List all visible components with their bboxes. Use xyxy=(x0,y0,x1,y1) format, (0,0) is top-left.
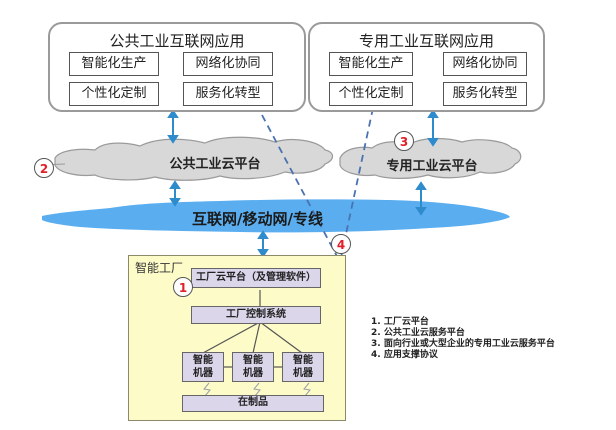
arrows xyxy=(167,109,439,258)
smart-machine: 智能 机器 xyxy=(282,352,324,382)
machine-label-1: 智能 xyxy=(193,355,213,366)
private-apps-title: 专用工业互联网应用 xyxy=(358,32,494,50)
network-band-shape xyxy=(42,199,510,233)
private-cloud-shape xyxy=(339,137,522,179)
badge-1: 1 xyxy=(173,277,193,297)
private-app-service-transform: 服务化转型 xyxy=(443,82,527,106)
machine-label-2: 机器 xyxy=(243,368,263,379)
legend-item-2: 2. 公共工业云服务平台 xyxy=(371,328,465,338)
private-app-customization: 个性化定制 xyxy=(329,82,413,106)
work-in-progress: 在制品 xyxy=(182,395,324,412)
factory-connectors xyxy=(202,290,311,397)
badge-4: 4 xyxy=(331,234,351,254)
legend-item-4: 4. 应用支撑协议 xyxy=(371,350,438,360)
private-apps-group: 专用工业互联网应用 智能化生产 网络化协同 个性化定制 服务化转型 xyxy=(308,22,545,112)
network-label: 互联网/移动网/专线 xyxy=(192,210,323,228)
legend-item-3: 3. 面向行业或大型企业的专用工业云服务平台 xyxy=(371,339,555,349)
public-cloud-shape xyxy=(54,136,334,181)
legend-item-1: 1. 工厂云平台 xyxy=(371,317,429,327)
public-app-service-transform: 服务化转型 xyxy=(183,82,273,106)
factory-cloud-platform: 工厂云平台（及管理软件） xyxy=(191,268,321,288)
private-app-smart-production: 智能化生产 xyxy=(329,52,413,76)
public-apps-group: 公共工业互联网应用 智能化生产 网络化协同 个性化定制 服务化转型 xyxy=(48,22,306,112)
machine-label-2: 机器 xyxy=(193,368,213,379)
public-app-customization: 个性化定制 xyxy=(69,82,159,106)
factory-control-system: 工厂控制系统 xyxy=(191,306,321,324)
badge-2: 2 xyxy=(34,158,54,178)
legend: 1. 工厂云平台 2. 公共工业云服务平台 3. 面向行业或大型企业的专用工业云… xyxy=(371,317,555,361)
private-app-networked-collab: 网络化协同 xyxy=(443,52,527,76)
private-cloud-label: 专用工业云平台 xyxy=(386,159,478,174)
smart-factory: 智能工厂 工厂云平台（及管理软件） 工厂控制系统 智能 机器 智能 机器 智能 … xyxy=(128,255,346,421)
smart-machine: 智能 机器 xyxy=(182,352,224,382)
machine-label-2: 机器 xyxy=(293,368,313,379)
badge-3: 3 xyxy=(394,131,414,151)
machine-label-1: 智能 xyxy=(243,355,263,366)
smart-machine: 智能 机器 xyxy=(232,352,274,382)
public-app-networked-collab: 网络化协同 xyxy=(183,52,273,76)
machine-label-1: 智能 xyxy=(293,355,313,366)
factory-title: 智能工厂 xyxy=(135,261,184,275)
public-cloud-label: 公共工业云平台 xyxy=(169,157,261,172)
public-apps-title: 公共工业互联网应用 xyxy=(109,32,245,50)
public-app-smart-production: 智能化生产 xyxy=(69,52,159,76)
